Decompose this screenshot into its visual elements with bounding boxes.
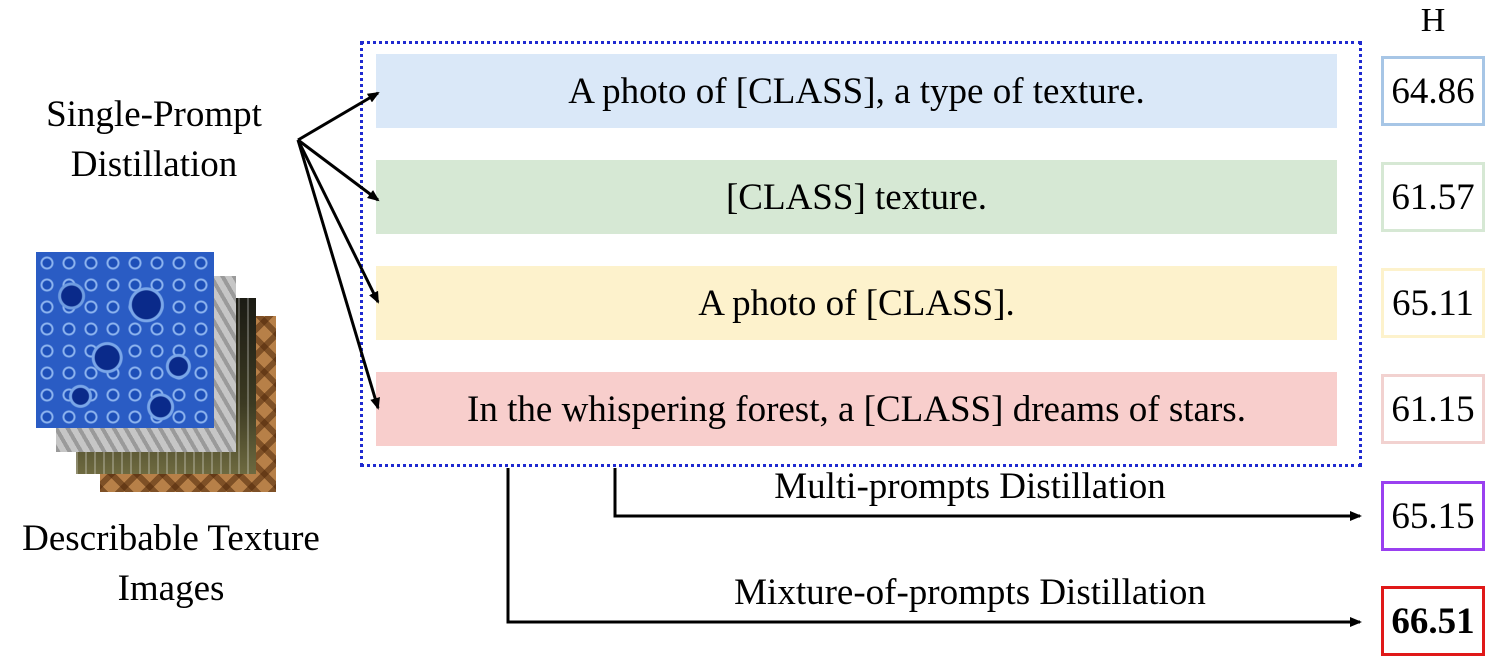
multi-prompts-label: Multi-prompts Distillation [774,466,1166,507]
score-value-2: 61.57 [1391,176,1475,218]
prompt-bar-3: A photo of [CLASS]. [376,266,1337,340]
single-prompt-label-line2: Distillation [70,144,238,186]
prompt-bar-4: In the whispering forest, a [CLASS] drea… [376,372,1337,446]
single-prompt-label: Single-Prompt Distillation [20,92,288,189]
dataset-label-line2: Images [117,568,225,610]
score-value-1: 64.86 [1391,70,1475,112]
score-value-3: 65.11 [1392,282,1474,324]
dataset-label-line1: Describable Texture [22,518,320,559]
bubbles-texture-image [36,252,214,428]
score-box-1: 64.86 [1381,56,1485,126]
mixture-score-value: 66.51 [1391,600,1475,642]
mixture-score-box: 66.51 [1381,586,1485,656]
score-box-3: 65.11 [1381,268,1485,338]
metric-header: H [1420,2,1446,39]
mixture-prompts-label: Mixture-of-prompts Distillation [734,572,1206,613]
multi-score-box: 65.15 [1381,481,1485,551]
dataset-label: Describable Texture Images [0,516,342,613]
prompt-text-3: A photo of [CLASS]. [698,282,1015,324]
score-box-2: 61.57 [1381,162,1485,232]
single-prompt-label-line1: Single-Prompt [46,94,262,135]
prompt-bar-2: [CLASS] texture. [376,160,1337,234]
prompt-bar-1: A photo of [CLASS], a type of texture. [376,54,1337,128]
score-value-4: 61.15 [1391,388,1475,430]
prompt-text-2: [CLASS] texture. [725,176,988,218]
multi-score-value: 65.15 [1391,495,1475,537]
score-box-4: 61.15 [1381,374,1485,444]
prompt-text-1: A photo of [CLASS], a type of texture. [568,70,1145,112]
texture-image-stack [36,252,278,494]
prompt-text-4: In the whispering forest, a [CLASS] drea… [467,388,1246,430]
